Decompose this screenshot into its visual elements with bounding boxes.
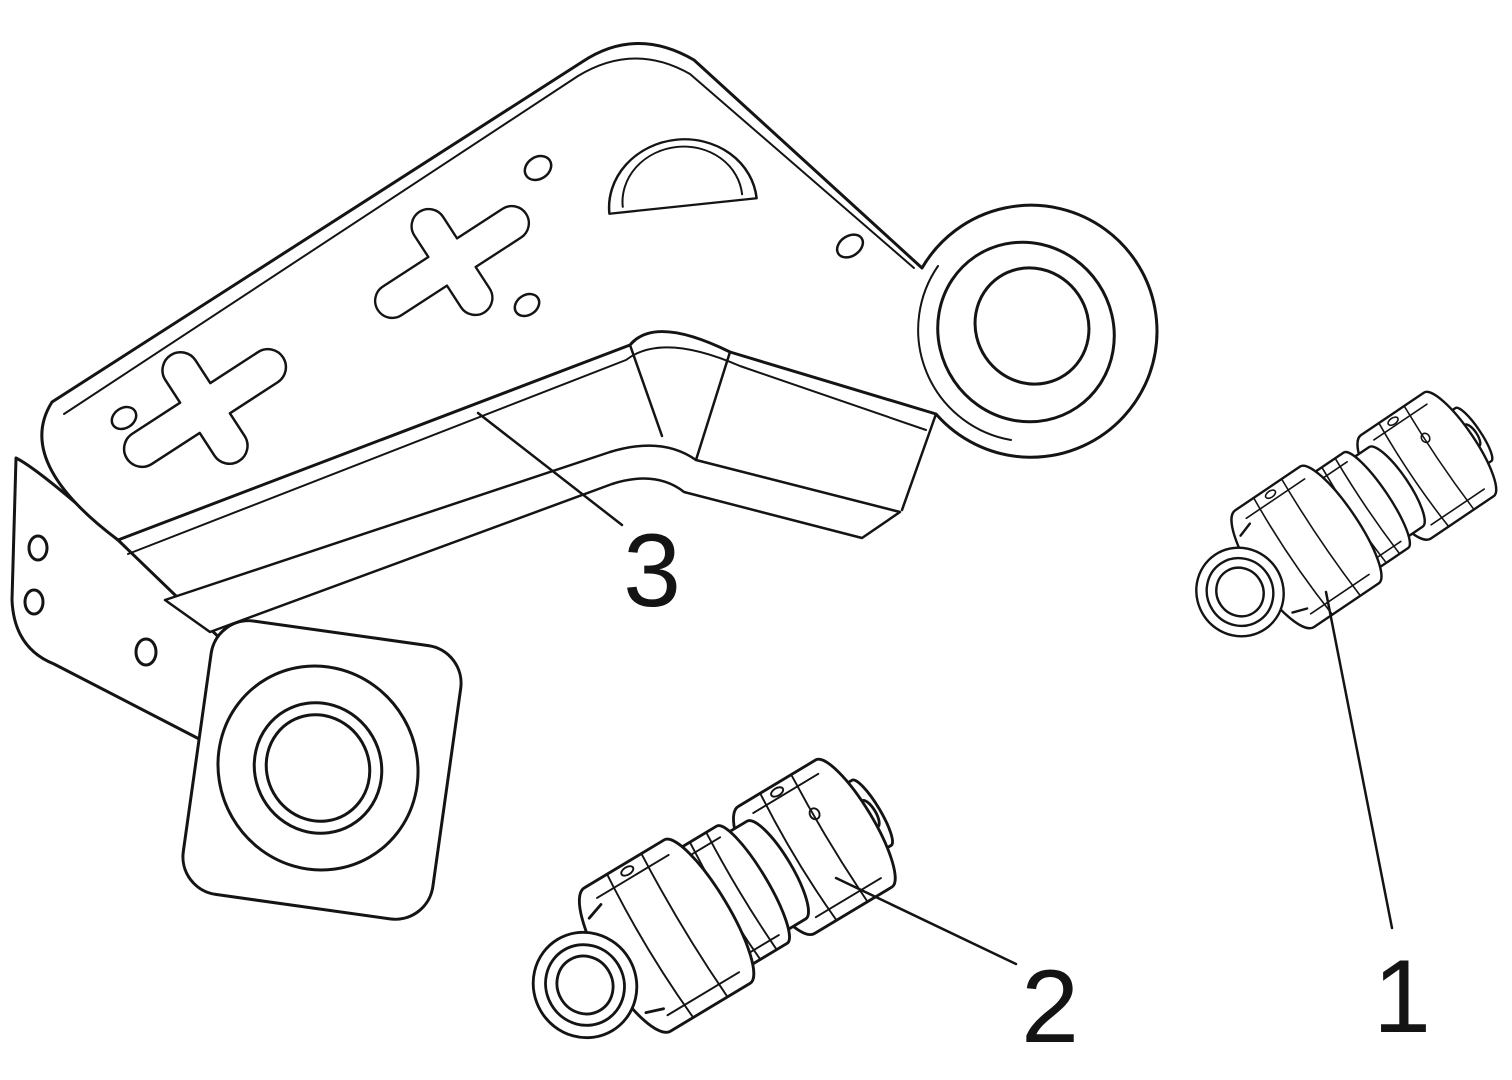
top-face-hole bbox=[110, 405, 138, 431]
top-face-hole bbox=[835, 233, 865, 259]
end-wall-hole bbox=[27, 534, 49, 562]
cross-slot bbox=[373, 204, 531, 320]
callout-3-label: 3 bbox=[623, 513, 681, 629]
bracket-bottom-flange bbox=[163, 444, 902, 634]
boss-hole-rim bbox=[252, 701, 384, 835]
side-wall-hole bbox=[134, 637, 158, 667]
bracket-top-face bbox=[40, 42, 1159, 542]
lobe-thickness-arc bbox=[917, 265, 1012, 441]
fitting-part-1 bbox=[1163, 370, 1512, 676]
outer-edge-chamfer bbox=[63, 57, 915, 415]
fitting-part-2 bbox=[496, 735, 924, 1080]
cross-slot bbox=[122, 347, 288, 469]
top-face-hole bbox=[523, 154, 553, 182]
bracket-part-3 bbox=[10, 42, 1159, 921]
d-slot-thickness bbox=[621, 145, 744, 208]
callout-3-leader bbox=[476, 411, 624, 527]
end-wall-hole bbox=[23, 588, 45, 616]
drawing-root: 1 2 3 bbox=[10, 42, 1512, 1080]
inner-edge-thickness bbox=[127, 346, 927, 555]
boss-outer bbox=[216, 664, 420, 872]
callout-1-label: 1 bbox=[1373, 939, 1431, 1055]
callout-leaders bbox=[476, 411, 1394, 966]
callout-1-leader bbox=[1324, 590, 1394, 930]
lobe-bore bbox=[973, 266, 1091, 386]
boss-bore bbox=[264, 713, 372, 823]
inner-corner-edges bbox=[628, 343, 938, 512]
callout-2-label: 2 bbox=[1021, 949, 1079, 1065]
callout-2-leader bbox=[834, 876, 1018, 966]
lobe-hole-rim bbox=[936, 240, 1116, 424]
top-face-hole bbox=[513, 292, 541, 318]
